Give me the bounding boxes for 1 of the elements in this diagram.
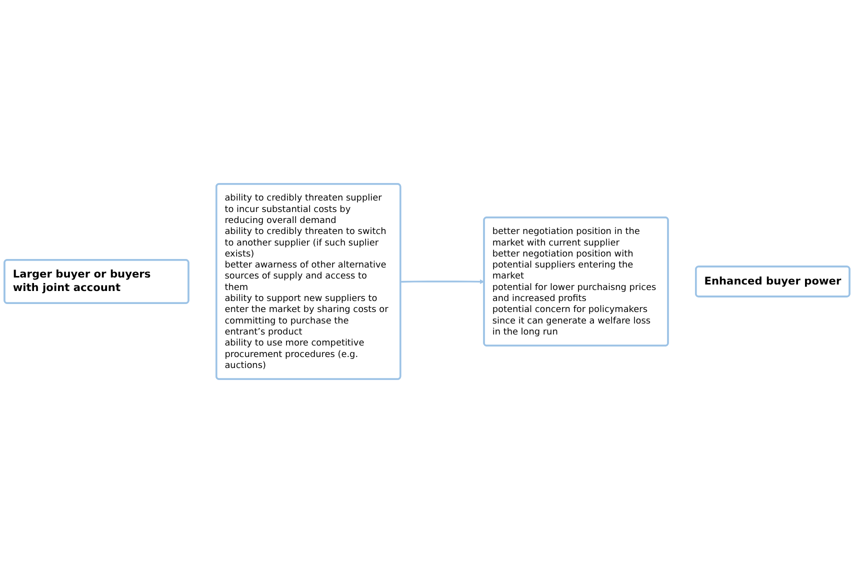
- arrow: [400, 279, 484, 284]
